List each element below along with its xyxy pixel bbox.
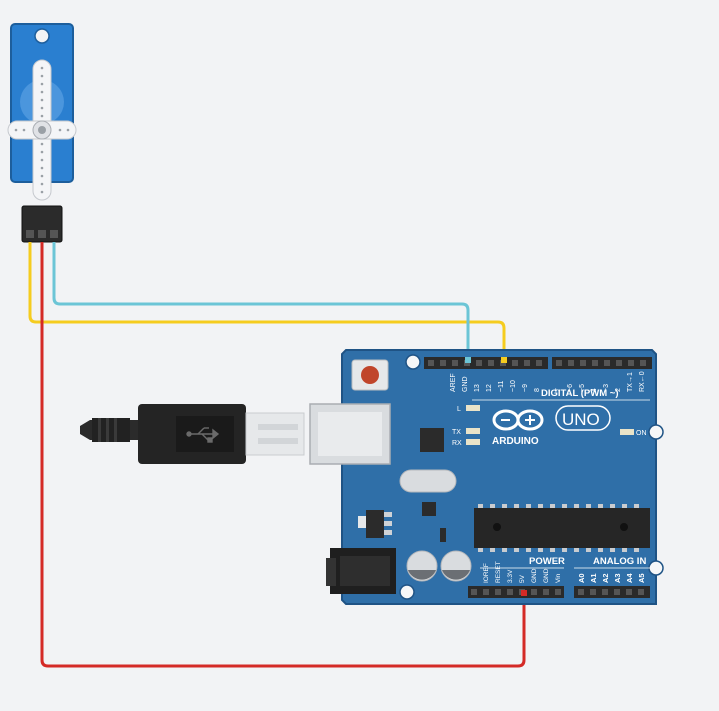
digital-pin-label: 7 — [555, 388, 562, 392]
analog-pin-label: A0 — [577, 573, 586, 583]
atmega-chip — [474, 504, 650, 552]
on-led-label: ON — [636, 430, 647, 437]
digital-pin-label: 8 — [534, 388, 541, 392]
digital-pin-label: RX←0 — [639, 371, 646, 392]
digital-pin-label: ~6 — [567, 384, 574, 392]
power-header-label: POWER — [529, 556, 565, 567]
digital-pin-label: TX→1 — [627, 372, 634, 392]
arduino-brand-label: ARDUINO — [492, 436, 539, 447]
digital-header-label: DIGITAL (PWM ~) — [541, 388, 619, 399]
digital-pin-label: ~10 — [510, 380, 517, 392]
analog-header[interactable] — [574, 586, 650, 598]
led-l-label: L — [457, 406, 461, 413]
digital-pin-label: GND — [462, 376, 469, 392]
wire-power[interactable] — [40, 242, 526, 668]
analog-pin-label: A2 — [601, 573, 610, 583]
analog-pin-label: A5 — [637, 573, 646, 583]
power-header[interactable] — [468, 586, 564, 598]
servo-horn[interactable] — [7, 59, 77, 201]
power-pin-label: Vin — [555, 573, 562, 583]
power-pin-label: RESET — [495, 561, 502, 583]
digital-pin-label: ~3 — [603, 384, 610, 392]
smd-component — [422, 502, 436, 516]
digital-pin-label: ~11 — [498, 381, 505, 392]
power-pin-labels: IOREF RESET 3.3V 5V GND GND Vin — [483, 561, 562, 583]
servo-motor[interactable] — [7, 23, 77, 243]
arduino-model-label: UNO — [562, 410, 600, 429]
power-pin-label: GND — [543, 568, 550, 583]
arduino-uno-board[interactable]: AREF GND 13 12 ~11 ~10 ~9 8 7 ~6 ~5 4 ~3 2 TX→1 RX←0 DI… — [309, 349, 664, 605]
wire-signal[interactable] — [28, 242, 506, 362]
analog-pin-label: A1 — [589, 573, 598, 583]
reset-button-icon[interactable] — [351, 359, 389, 391]
status-leds: L TX RX ON — [452, 405, 647, 447]
power-pin-label: GND — [531, 568, 538, 583]
digital-pin-label: ~5 — [579, 384, 586, 392]
usb-chip — [420, 428, 444, 452]
digital-pin-label: 2 — [615, 388, 622, 392]
digital-pin-label: 12 — [486, 384, 493, 392]
servo-connector[interactable] — [21, 205, 63, 243]
wire-ground[interactable] — [52, 242, 470, 362]
analog-pin-label: A3 — [613, 573, 622, 583]
analog-header-label: ANALOG IN — [593, 556, 646, 567]
usb-port[interactable] — [309, 403, 391, 465]
power-pin-label: 3.3V — [507, 569, 514, 583]
capacitor — [406, 550, 472, 582]
power-pin-label: 5V — [519, 574, 526, 583]
small-ic — [440, 528, 446, 542]
digital-pin-label: 4 — [591, 388, 598, 392]
digital-pin-label: 13 — [474, 384, 481, 392]
digital-header[interactable] — [424, 357, 652, 369]
voltage-regulator — [358, 510, 392, 538]
crystal-oscillator — [399, 469, 457, 493]
digital-pin-label: AREF — [450, 373, 457, 392]
led-rx-label: RX — [452, 440, 462, 447]
power-jack[interactable] — [326, 548, 396, 594]
usb-cable[interactable] — [80, 404, 305, 464]
led-tx-label: TX — [452, 429, 461, 436]
arduino-infinity-logo-icon — [492, 409, 544, 431]
usb-symbol-icon — [186, 427, 220, 443]
power-pin-label: IOREF — [483, 563, 490, 583]
digital-pin-labels: AREF GND 13 12 ~11 ~10 ~9 8 7 ~6 ~5 4 ~3 2 TX→1 RX←0 — [450, 371, 646, 392]
digital-pin-label: ~9 — [522, 384, 529, 392]
analog-pin-label: A4 — [625, 573, 634, 583]
